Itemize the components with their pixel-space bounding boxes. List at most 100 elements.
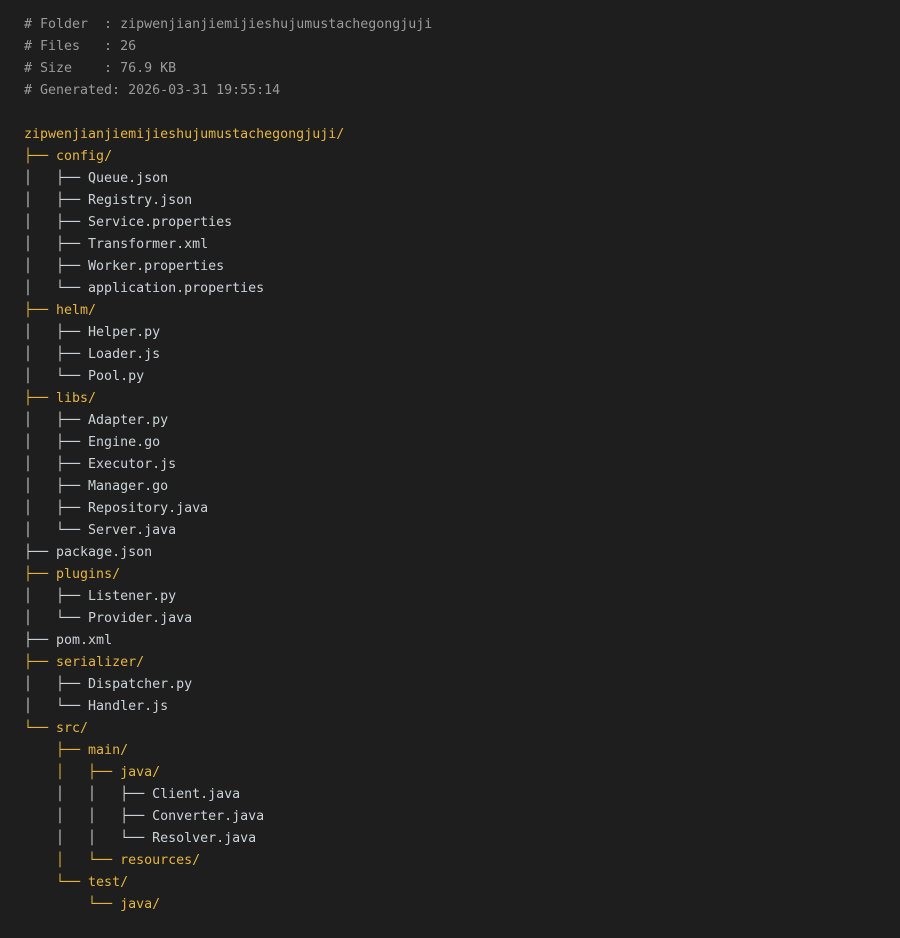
tree-file-row[interactable]: │ └── Server.java [24,520,432,542]
directory-listing: # Folder : zipwenjianjiemijieshujumustac… [24,14,432,916]
tree-folder-row[interactable]: ├── config/ [24,146,432,168]
file-name: Listener.py [88,589,177,604]
tree-folder-row[interactable]: │ └── resources/ [24,850,432,872]
tree-folder-row[interactable]: zipwenjianjiemijieshujumustachegongjuji/ [24,124,432,146]
folder-meta: # Folder : zipwenjianjiemijieshujumustac… [24,14,432,36]
tree-file-row[interactable]: │ ├── Loader.js [24,344,432,366]
tree-connector: │ ├── [24,193,89,208]
folder-name: resources/ [120,853,201,868]
folder-name: config/ [56,149,113,164]
tree-connector: │ ├── [24,589,89,604]
tree-connector: │ ├── [24,677,89,692]
tree-connector: │ ├── [24,435,89,450]
folder-name: src/ [56,721,89,736]
tree-file-row[interactable]: │ ├── Listener.py [24,586,432,608]
tree-file-row[interactable]: │ ├── Helper.py [24,322,432,344]
tree-file-row[interactable]: ├── package.json [24,542,432,564]
folder-name: main/ [88,743,129,758]
generated-label: # Generated: [24,83,129,98]
file-name: Executor.js [88,457,177,472]
tree-folder-row[interactable]: ├── libs/ [24,388,432,410]
tree-connector: │ └── [24,523,89,538]
folder-name: helm/ [56,303,97,318]
tree-file-row[interactable]: │ └── Pool.py [24,366,432,388]
folder-name: plugins/ [56,567,121,582]
folder-name: test/ [88,875,129,890]
tree-file-row[interactable]: ├── pom.xml [24,630,432,652]
folder-name: java/ [120,897,161,912]
file-tree: zipwenjianjiemijieshujumustachegongjuji/… [24,124,432,916]
file-name: Queue.json [88,171,169,186]
file-name: Adapter.py [88,413,169,428]
file-name: Helper.py [88,325,161,340]
tree-file-row[interactable]: │ ├── Manager.go [24,476,432,498]
file-name: Server.java [88,523,177,538]
tree-folder-row[interactable]: ├── plugins/ [24,564,432,586]
tree-file-row[interactable]: │ ├── Executor.js [24,454,432,476]
tree-file-row[interactable]: │ ├── Repository.java [24,498,432,520]
tree-file-row[interactable]: │ ├── Queue.json [24,168,432,190]
tree-folder-row[interactable]: └── src/ [24,718,432,740]
tree-folder-row[interactable]: ├── main/ [24,740,432,762]
tree-connector: ├── [24,149,57,164]
tree-connector: │ ├── [24,215,89,230]
folder-name: serializer/ [56,655,145,670]
tree-file-row[interactable]: │ │ ├── Converter.java [24,806,432,828]
size-value: 76.9 KB [120,61,177,76]
tree-file-row[interactable]: │ ├── Transformer.xml [24,234,432,256]
tree-connector: ├── [24,391,57,406]
tree-connector: │ │ ├── [24,787,153,802]
tree-connector: │ ├── [24,457,89,472]
tree-connector: ├── [24,545,57,560]
file-name: Manager.go [88,479,169,494]
tree-connector: ├── [24,655,57,670]
tree-folder-row[interactable]: └── java/ [24,894,432,916]
file-name: Pool.py [88,369,145,384]
tree-connector: ├── [24,743,89,758]
tree-file-row[interactable]: │ ├── Worker.properties [24,256,432,278]
tree-connector: │ ├── [24,237,89,252]
size-meta: # Size : 76.9 KB [24,58,432,80]
tree-file-row[interactable]: │ │ ├── Client.java [24,784,432,806]
tree-connector: │ ├── [24,501,89,516]
tree-file-row[interactable]: │ └── application.properties [24,278,432,300]
spacer [24,102,432,124]
tree-file-row[interactable]: │ └── Provider.java [24,608,432,630]
files-meta: # Files : 26 [24,36,432,58]
tree-connector: │ └── [24,699,89,714]
tree-connector: │ ├── [24,259,89,274]
tree-folder-row[interactable]: ├── helm/ [24,300,432,322]
file-name: Client.java [152,787,241,802]
generated-meta: # Generated: 2026-03-31 19:55:14 [24,80,432,102]
tree-folder-row[interactable]: │ ├── java/ [24,762,432,784]
tree-connector: │ └── [24,369,89,384]
tree-folder-row[interactable]: └── test/ [24,872,432,894]
file-name: application.properties [88,281,265,296]
tree-connector: │ ├── [24,347,89,362]
file-name: Engine.go [88,435,161,450]
tree-file-row[interactable]: │ │ └── Resolver.java [24,828,432,850]
files-label: # Files : [24,39,121,54]
tree-connector: │ │ └── [24,831,153,846]
tree-connector: │ ├── [24,765,121,780]
tree-file-row[interactable]: │ └── Handler.js [24,696,432,718]
file-name: Converter.java [152,809,265,824]
tree-file-row[interactable]: │ ├── Service.properties [24,212,432,234]
tree-connector: ├── [24,303,57,318]
file-name: Resolver.java [152,831,257,846]
tree-file-row[interactable]: │ ├── Registry.json [24,190,432,212]
tree-connector: │ │ ├── [24,809,153,824]
folder-name: libs/ [56,391,97,406]
tree-folder-row[interactable]: ├── serializer/ [24,652,432,674]
folder-name: java/ [120,765,161,780]
folder-name: zipwenjianjiemijieshujumustachegongjuji/ [24,127,345,142]
file-name: Transformer.xml [88,237,209,252]
file-name: Dispatcher.py [88,677,193,692]
folder-label: # Folder : [24,17,121,32]
tree-file-row[interactable]: │ ├── Engine.go [24,432,432,454]
tree-file-row[interactable]: │ ├── Adapter.py [24,410,432,432]
tree-connector: │ ├── [24,325,89,340]
file-name: Handler.js [88,699,169,714]
tree-file-row[interactable]: │ ├── Dispatcher.py [24,674,432,696]
tree-connector: │ ├── [24,171,89,186]
